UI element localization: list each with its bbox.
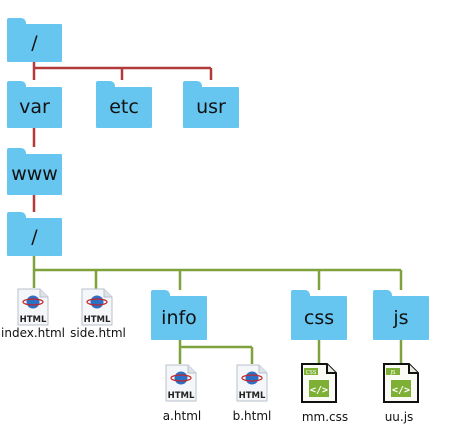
folder-www[interactable]: www (7, 148, 62, 195)
js-file-icon: JS </> (383, 363, 419, 403)
folder-label: usr (183, 87, 239, 128)
file-uu[interactable]: JS </> (382, 363, 420, 403)
file-label: side.html (70, 326, 126, 340)
file-mm[interactable]: CSS </> (300, 363, 338, 403)
file-label: a.html (162, 409, 202, 423)
file-side[interactable]: HTML (80, 288, 114, 326)
html-file-icon: HTML (236, 364, 268, 402)
file-label: index.html (1, 326, 65, 340)
folder-js[interactable]: js (373, 290, 429, 340)
file-index[interactable]: HTML (16, 288, 50, 326)
svg-text:HTML: HTML (84, 315, 111, 325)
svg-text:HTML: HTML (20, 315, 47, 325)
file-b[interactable]: HTML (235, 364, 269, 402)
connector-info-children (178, 340, 254, 364)
html-file-icon: HTML (81, 288, 113, 326)
html-file-icon: HTML (165, 364, 197, 402)
svg-text:HTML: HTML (168, 391, 195, 401)
folder-info[interactable]: info (151, 290, 207, 340)
folder-etc[interactable]: etc (96, 81, 152, 128)
svg-text:</>: </> (392, 385, 410, 396)
folder-label: var (7, 87, 62, 128)
folder-www-root[interactable]: / (7, 212, 62, 256)
file-label: mm.css (301, 410, 349, 424)
folder-label: / (7, 218, 62, 256)
folder-label: etc (96, 87, 152, 128)
connector-www-root-children (32, 256, 403, 290)
folder-label: js (373, 296, 429, 340)
folder-usr[interactable]: usr (183, 81, 239, 128)
folder-label: www (7, 154, 62, 195)
html-file-icon: HTML (17, 288, 49, 326)
file-label: b.html (232, 409, 272, 423)
folder-label: / (7, 24, 62, 62)
folder-css[interactable]: css (291, 290, 347, 340)
file-label: uu.js (384, 410, 414, 424)
folder-var[interactable]: var (7, 81, 62, 128)
css-file-icon: CSS </> (301, 363, 337, 403)
folder-label: info (151, 296, 207, 340)
svg-text:JS: JS (389, 370, 396, 376)
folder-label: css (291, 296, 347, 340)
file-a[interactable]: HTML (164, 364, 198, 402)
connector-root-children (32, 62, 213, 80)
svg-text:CSS: CSS (306, 370, 317, 376)
svg-text:HTML: HTML (239, 391, 266, 401)
svg-text:</>: </> (310, 385, 328, 396)
folder-root[interactable]: / (7, 18, 62, 62)
